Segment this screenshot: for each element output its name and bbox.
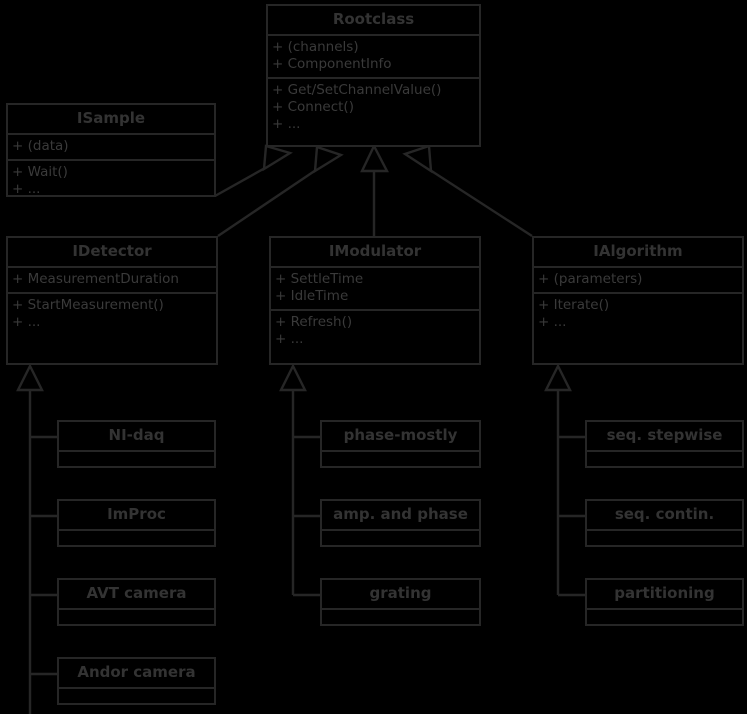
- operation-row: + ...: [538, 314, 567, 330]
- class-box-seq-contin[interactable]: seq. contin.: [585, 499, 744, 547]
- class-name-rootclass: Rootclass: [268, 6, 479, 36]
- class-box-avt-camera[interactable]: AVT camera: [57, 578, 216, 626]
- operation-row: + Refresh(): [275, 314, 353, 330]
- members-avt-camera: [59, 610, 214, 630]
- attribute-row: + (channels): [272, 39, 359, 55]
- generalization-ialgorithm-rootclass: [429, 168, 533, 238]
- generalization-arrow-ialgorithm: [402, 144, 433, 174]
- class-box-imodulator[interactable]: IModulator + SettleTime + IdleTime + Ref…: [269, 236, 481, 365]
- operations-rootclass: + Get/SetChannelValue() + Connect() + ..…: [268, 79, 479, 137]
- operation-row: + ...: [12, 314, 41, 330]
- members-grating: [322, 610, 479, 630]
- class-box-ialgorithm[interactable]: IAlgorithm + (parameters) + Iterate() + …: [532, 236, 744, 365]
- attribute-row: + MeasurementDuration: [12, 271, 179, 287]
- operation-row: + Connect(): [272, 99, 354, 115]
- class-box-isample[interactable]: ISample + (data) + Wait() + ...: [6, 103, 216, 197]
- class-name-seq-stepwise: seq. stepwise: [587, 422, 742, 452]
- class-box-ni-daq[interactable]: NI-daq: [57, 420, 216, 468]
- class-name-imodulator: IModulator: [271, 238, 479, 268]
- generalization-arrow-modulator-subclasses: [279, 363, 307, 392]
- class-box-idetector[interactable]: IDetector + MeasurementDuration + StartM…: [6, 236, 218, 365]
- class-name-idetector: IDetector: [8, 238, 216, 268]
- class-box-phase-mostly[interactable]: phase-mostly: [320, 420, 481, 468]
- attribute-row: + (parameters): [538, 271, 643, 287]
- operations-idetector: + StartMeasurement() + ...: [8, 294, 216, 335]
- attributes-isample: + (data): [8, 135, 214, 161]
- attributes-imodulator: + SettleTime + IdleTime: [271, 268, 479, 311]
- generalization-idetector-rootclass: [217, 169, 317, 237]
- members-seq-stepwise: [587, 452, 742, 472]
- class-box-grating[interactable]: grating: [320, 578, 481, 626]
- operations-ialgorithm: + Iterate() + ...: [534, 294, 742, 335]
- class-name-ialgorithm: IAlgorithm: [534, 238, 742, 268]
- class-name-grating: grating: [322, 580, 479, 610]
- attribute-row: + (data): [12, 138, 69, 154]
- class-name-isample: ISample: [8, 105, 214, 135]
- generalization-arrow-isample: [262, 144, 293, 172]
- class-box-improc[interactable]: ImProc: [57, 499, 216, 547]
- operation-row: + Iterate(): [538, 297, 610, 313]
- class-box-andor-camera[interactable]: Andor camera: [57, 657, 216, 705]
- attribute-row: + IdleTime: [275, 288, 349, 304]
- class-name-andor-camera: Andor camera: [59, 659, 214, 689]
- members-andor-camera: [59, 689, 214, 709]
- class-name-improc: ImProc: [59, 501, 214, 531]
- class-name-phase-mostly: phase-mostly: [322, 422, 479, 452]
- members-improc: [59, 531, 214, 551]
- attributes-rootclass: + (channels) + ComponentInfo: [268, 36, 479, 79]
- generalization-isample-rootclass: [214, 166, 266, 198]
- members-amp-and-phase: [322, 531, 479, 551]
- class-name-partitioning: partitioning: [587, 580, 742, 610]
- class-name-seq-contin: seq. contin.: [587, 501, 742, 531]
- class-box-rootclass[interactable]: Rootclass + (channels) + ComponentInfo +…: [266, 4, 481, 147]
- members-ni-daq: [59, 452, 214, 472]
- generalization-arrow-imodulator: [360, 143, 389, 173]
- class-name-avt-camera: AVT camera: [59, 580, 214, 610]
- class-name-ni-daq: NI-daq: [59, 422, 214, 452]
- class-box-amp-and-phase[interactable]: amp. and phase: [320, 499, 481, 547]
- members-seq-contin: [587, 531, 742, 551]
- class-box-partitioning[interactable]: partitioning: [585, 578, 744, 626]
- operation-row: + StartMeasurement(): [12, 297, 164, 313]
- members-phase-mostly: [322, 452, 479, 472]
- attribute-row: + ComponentInfo: [272, 56, 392, 72]
- generalization-arrow-detector-subclasses: [16, 363, 44, 392]
- operation-row: + Wait(): [12, 164, 68, 180]
- operation-row: + Get/SetChannelValue(): [272, 82, 442, 98]
- generalization-arrow-algorithm-subclasses: [544, 363, 572, 392]
- operations-imodulator: + Refresh() + ...: [271, 311, 479, 352]
- generalization-arrow-idetector: [313, 145, 344, 174]
- operation-row: + ...: [12, 181, 41, 197]
- operation-row: + ...: [272, 116, 301, 132]
- members-partitioning: [587, 610, 742, 630]
- class-box-seq-stepwise[interactable]: seq. stepwise: [585, 420, 744, 468]
- class-name-amp-and-phase: amp. and phase: [322, 501, 479, 531]
- attributes-ialgorithm: + (parameters): [534, 268, 742, 294]
- attributes-idetector: + MeasurementDuration: [8, 268, 216, 294]
- operations-isample: + Wait() + ...: [8, 161, 214, 202]
- operation-row: + ...: [275, 331, 304, 347]
- attribute-row: + SettleTime: [275, 271, 364, 287]
